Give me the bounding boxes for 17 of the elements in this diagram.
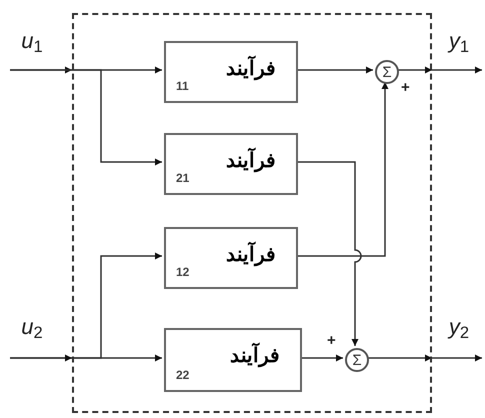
signal-arrow — [296, 161, 362, 346]
sign-label: + — [327, 333, 336, 348]
signal-arrow — [397, 66, 482, 74]
signal-label: y$_{2}$ — [436, 316, 482, 358]
signal-arrow — [296, 66, 373, 74]
signal-label: y$_{1}$ — [436, 30, 482, 70]
system-boundary — [72, 13, 432, 413]
summing-junction: Σ — [375, 60, 399, 84]
signal-label: u$_{2}$ — [10, 316, 54, 358]
signal-arrow — [296, 82, 388, 257]
signal-label: u$_{1}$ — [10, 30, 54, 70]
sign-label: + — [401, 80, 410, 95]
summing-junction: Σ — [345, 348, 369, 372]
signal-arrow — [300, 354, 343, 362]
signal-arrow — [10, 69, 162, 166]
signal-arrow — [367, 354, 482, 362]
signal-arrow — [10, 354, 162, 362]
